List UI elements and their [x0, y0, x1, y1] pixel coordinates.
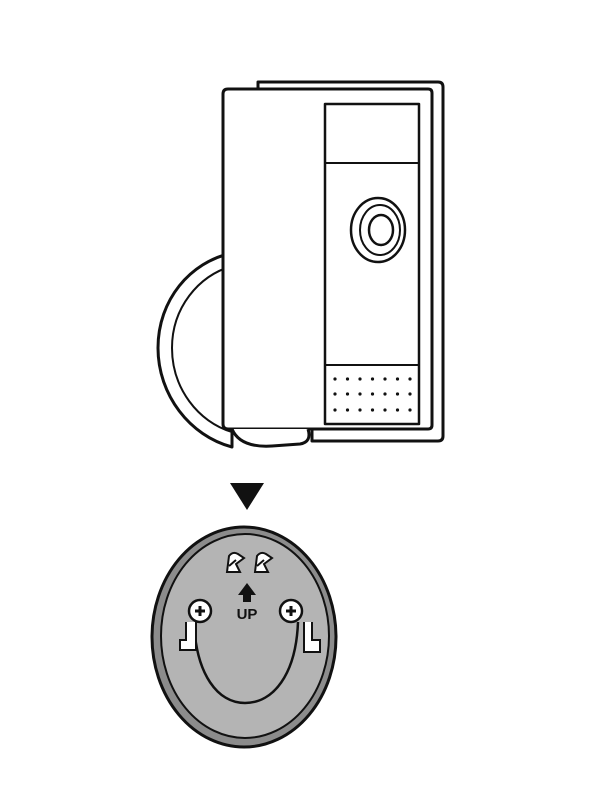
- grille-dot: [345, 408, 350, 412]
- grille-dot: [408, 408, 412, 412]
- down-arrow-icon: [230, 483, 264, 510]
- grille-dot: [358, 392, 362, 396]
- screw-hole-right: [278, 598, 304, 624]
- grille-dot: [333, 408, 337, 412]
- camera-front-panel: [323, 102, 421, 426]
- camera-speaker-grille: [333, 377, 412, 412]
- grille-dot: [370, 408, 375, 412]
- camera-lens-center: [367, 213, 395, 247]
- grille-dot: [358, 408, 362, 412]
- grille-dot: [345, 377, 350, 381]
- mount-hook-right: [253, 551, 274, 573]
- mounting-plate-recess: [192, 621, 300, 705]
- up-arrow-icon: [238, 583, 256, 602]
- mounting-plate: UP: [150, 525, 338, 749]
- grille-dot: [333, 392, 337, 396]
- grille-dot: [358, 377, 362, 381]
- grille-dot: [408, 377, 412, 381]
- grille-dot: [333, 377, 337, 381]
- grille-dot: [370, 377, 375, 381]
- grille-dot: [408, 392, 412, 396]
- mount-up-label: UP: [237, 606, 258, 623]
- grille-dot: [383, 377, 387, 381]
- grille-dot: [370, 392, 375, 396]
- screw-hole-left: [187, 598, 213, 624]
- grille-dot: [345, 392, 350, 396]
- grille-dot: [383, 392, 387, 396]
- camera-round-base-inner: [171, 265, 233, 433]
- grille-dot: [395, 392, 400, 396]
- grille-dot: [395, 377, 400, 381]
- camera-lens-ring: [359, 204, 401, 256]
- camera-round-base: [156, 251, 234, 449]
- mount-hook-left: [225, 551, 246, 573]
- camera-body: [221, 87, 434, 431]
- mounting-plate-face: [160, 533, 330, 739]
- grille-dot: [383, 408, 387, 412]
- camera-illustration: [156, 80, 445, 449]
- grille-dot: [395, 408, 400, 412]
- mount-clip-right: [303, 622, 321, 653]
- camera-hinge-foot: [230, 428, 311, 448]
- mount-clip-left: [179, 622, 197, 651]
